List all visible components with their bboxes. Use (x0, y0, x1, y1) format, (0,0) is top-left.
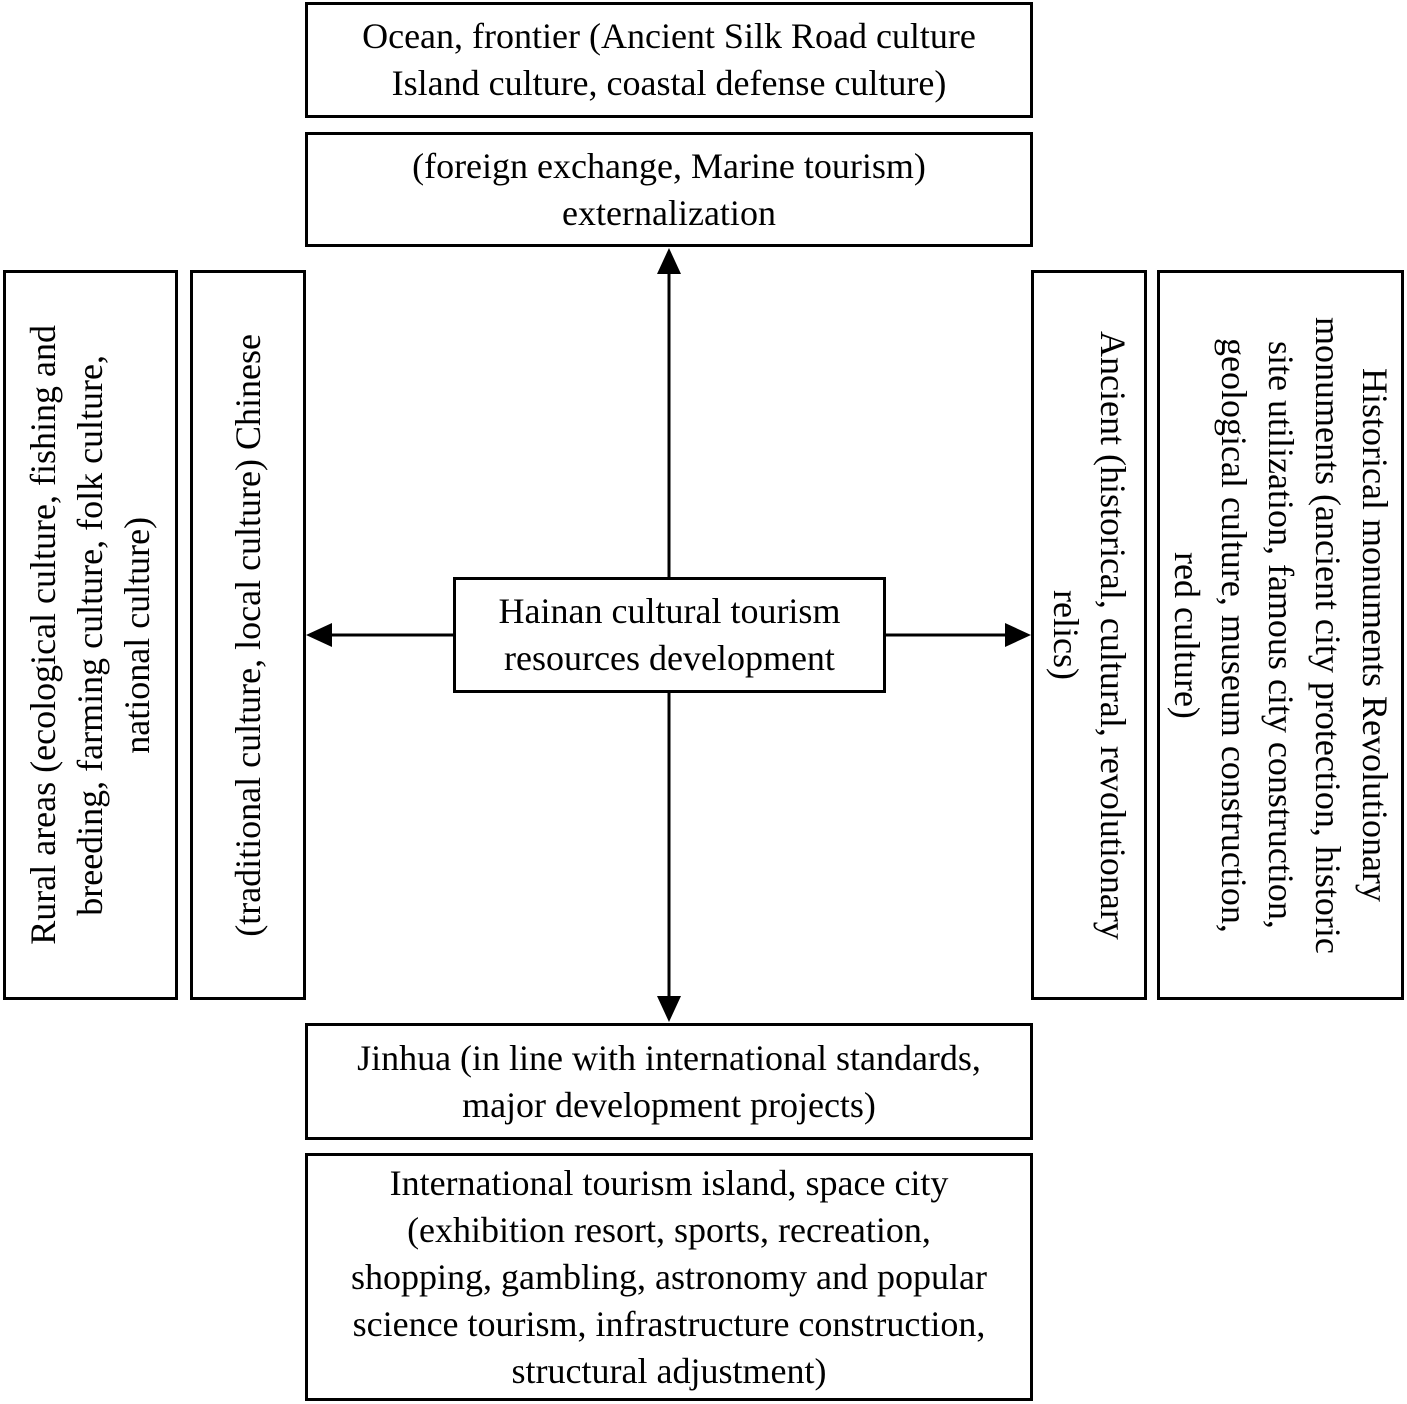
top-inner-text-line: (foreign exchange, Marine tourism) (412, 145, 926, 186)
right-outer-box: Historical monuments Revolutionary monum… (1157, 270, 1404, 1000)
arrow-up (657, 248, 681, 577)
left-outer-text-line: Rural areas (ecological culture, fishing… (23, 325, 63, 945)
top-outer-text-line: Ocean, frontier (Ancient Silk Road cultu… (362, 16, 976, 56)
right-outer-text-line: monuments (ancient city protection, hist… (1308, 316, 1348, 954)
left-outer-text-line: national culture) (117, 516, 157, 754)
bottom-outer-text-line: structural adjustment) (511, 1350, 827, 1391)
top-inner-text-line: externalization (562, 192, 776, 233)
right-outer-text-line: Historical monuments Revolutionary (1355, 368, 1395, 902)
right-inner-text-line: Ancient (historical, cultural, revolutio… (1093, 330, 1133, 940)
arrow-left (306, 623, 453, 647)
bottom-outer-text-line: science tourism, infrastructure construc… (352, 1303, 986, 1344)
left-inner-box: (traditional culture, local culture) Chi… (190, 270, 306, 1000)
left-outer-box: Rural areas (ecological culture, fishing… (3, 270, 178, 1000)
bottom-outer-text-line: (exhibition resort, sports, recreation, (407, 1209, 931, 1250)
top-outer-text-line: Island culture, coastal defense culture) (391, 63, 947, 103)
bottom-outer-box: International tourism island, space city… (305, 1153, 1033, 1401)
center-box: Hainan cultural tourism resources develo… (453, 577, 886, 693)
arrow-right (886, 623, 1031, 647)
top-outer-box: Ocean, frontier (Ancient Silk Road cultu… (305, 2, 1033, 118)
left-inner-text-line: (traditional culture, local culture) Chi… (227, 333, 268, 937)
arrow-down (657, 693, 681, 1022)
bottom-inner-box: Jinhua (in line with international stand… (305, 1023, 1033, 1140)
center-text-line: resources development (504, 638, 835, 678)
bottom-outer-text-line: International tourism island, space city (389, 1162, 949, 1203)
left-outer-text-line: breeding, farming culture, folk culture, (70, 354, 110, 916)
right-inner-box: Ancient (historical, cultural, revolutio… (1031, 270, 1147, 1000)
right-inner-text-line: relics) (1046, 590, 1086, 680)
right-outer-text-line: red culture) (1167, 551, 1207, 719)
center-text-line: Hainan cultural tourism (498, 591, 841, 631)
bottom-inner-text-line: Jinhua (in line with international stand… (357, 1037, 981, 1078)
top-inner-box: (foreign exchange, Marine tourism) exter… (305, 132, 1033, 247)
bottom-inner-text-line: major development projects) (462, 1084, 876, 1125)
right-outer-text-line: geological culture, museum construction, (1214, 337, 1254, 933)
bottom-outer-text-line: shopping, gambling, astronomy and popula… (351, 1256, 987, 1297)
right-outer-text-line: site utilization, famous city constructi… (1261, 341, 1301, 929)
